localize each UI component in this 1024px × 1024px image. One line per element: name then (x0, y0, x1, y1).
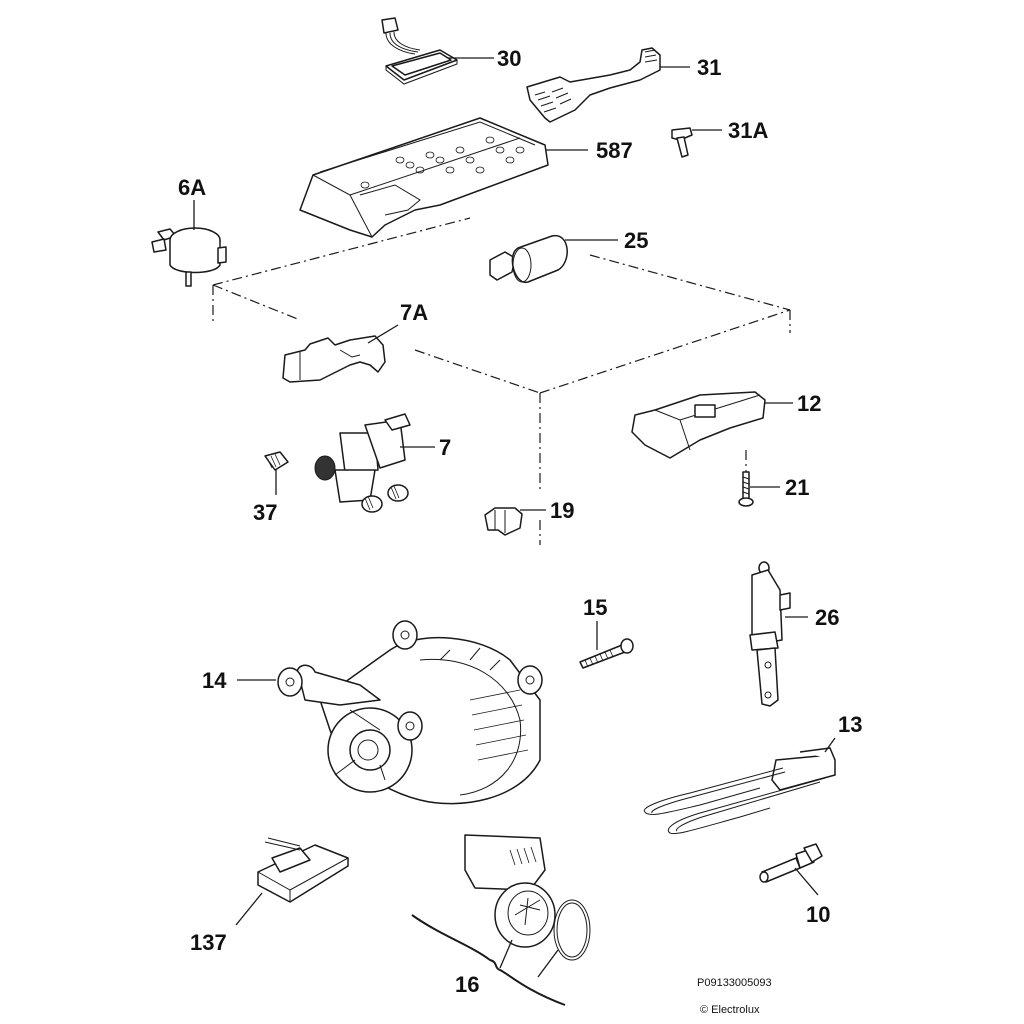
part-31-key-board[interactable]: 31 (526, 47, 721, 123)
part-26-sensor-bracket[interactable]: 26 (749, 561, 839, 707)
part-7-inlet-valve[interactable]: 7 (314, 413, 451, 513)
part-19-clip[interactable]: 19 (484, 498, 574, 536)
callout-14: 14 (202, 668, 227, 693)
part-14-motor[interactable]: 14 (202, 620, 543, 805)
callout-12: 12 (797, 391, 821, 416)
callout-26: 26 (815, 605, 839, 630)
callout-25: 25 (624, 228, 648, 253)
callout-30: 30 (497, 46, 521, 71)
part-7A-bracket[interactable]: 7A (282, 300, 428, 383)
cabinet-outline (212, 217, 791, 545)
part-13-heating-element[interactable]: 13 (643, 712, 862, 835)
callout-19: 19 (550, 498, 574, 523)
part-37-filter[interactable]: 37 (253, 451, 289, 525)
callout-10: 10 (806, 902, 830, 927)
callout-13: 13 (838, 712, 862, 737)
part-12-door-interlock[interactable]: 12 (631, 391, 821, 459)
part-number: P09133005093 (697, 977, 772, 989)
callout-16: 16 (455, 972, 479, 997)
part-587-control-module[interactable]: 587 (299, 117, 633, 238)
callout-7: 7 (439, 435, 451, 460)
callout-37: 37 (253, 500, 277, 525)
part-137-switch[interactable]: 137 (190, 837, 349, 955)
part-31A-connector[interactable]: 31A (671, 118, 768, 158)
callout-21: 21 (785, 475, 809, 500)
copyright: © Electrolux (700, 1004, 760, 1016)
part-21-screw[interactable]: 21 (738, 450, 809, 507)
part-6A-pressure-switch[interactable]: 6A (151, 175, 227, 287)
part-10-ntc-sensor[interactable]: 10 (759, 843, 830, 927)
callout-7A: 7A (400, 300, 428, 325)
callout-6A: 6A (178, 175, 206, 200)
part-15-screw[interactable]: 15 (579, 595, 634, 669)
part-30-display-board[interactable]: 30 (381, 17, 521, 85)
callout-15: 15 (583, 595, 607, 620)
callout-587: 587 (596, 138, 633, 163)
callout-137: 137 (190, 930, 227, 955)
part-25-capacitor[interactable]: 25 (489, 228, 648, 283)
callout-31A: 31A (728, 118, 768, 143)
part-16-drain-pump[interactable]: 16 (411, 834, 591, 1006)
callout-31: 31 (697, 55, 721, 80)
